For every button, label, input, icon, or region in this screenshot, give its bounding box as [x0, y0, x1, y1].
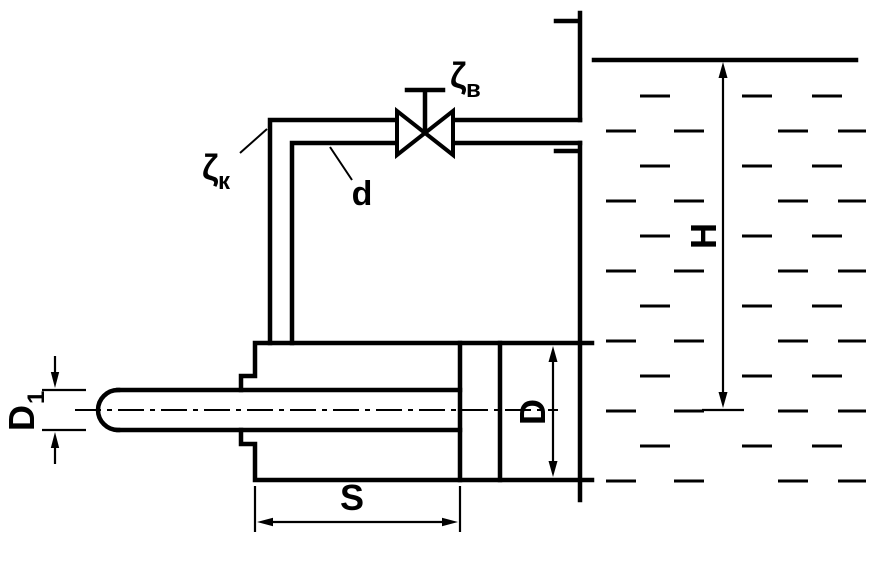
valve-stem-handle	[404, 87, 446, 134]
piston	[457, 340, 503, 483]
dimension-D1-lines	[42, 356, 86, 464]
dimension-D-arrow-up	[548, 346, 558, 362]
dimension-S	[253, 486, 462, 532]
valve	[395, 87, 455, 160]
cylinder-body	[238, 340, 595, 483]
dimension-D1-arrow-down	[50, 372, 60, 388]
elbow-coeff-subscript: к	[218, 168, 231, 195]
structure	[95, 10, 859, 503]
labels: ζ в ζ к d H D D 1 S	[1, 55, 724, 518]
elbow-coeff-label: ζ	[202, 147, 219, 188]
cylinder-diameter-label: D	[512, 399, 553, 425]
dimension-H-line	[702, 74, 744, 412]
dimension-S-arrow-left	[257, 517, 273, 527]
elbow-coeff-leader-line	[239, 128, 268, 154]
piston-rod	[115, 387, 463, 433]
valve-body-left-triangle	[395, 106, 429, 160]
pipe-diameter-label: d	[352, 175, 373, 213]
dimension-D-arrow-down	[548, 461, 558, 477]
dimension-D1	[42, 356, 86, 464]
dimension-S-lines	[253, 486, 462, 532]
water-marks	[606, 94, 866, 483]
dimension-H-arrow-up	[718, 62, 728, 78]
dimension-S-arrow-right	[442, 517, 458, 527]
valve-body-right-triangle	[421, 106, 455, 160]
dimension-H-arrow-down	[718, 392, 728, 408]
dimension-D	[548, 346, 558, 477]
reservoir-wall	[553, 10, 583, 503]
stroke-S-label: S	[340, 477, 364, 518]
valve-coeff-subscript: в	[466, 76, 481, 103]
head-H-label: H	[683, 223, 724, 249]
valve-coeff-label: ζ	[450, 55, 467, 96]
dimension-D1-arrow-up	[50, 432, 60, 448]
pipe-diameter-leader-line	[329, 146, 353, 181]
rod-diameter-subscript: 1	[23, 391, 50, 404]
supply-pipe	[267, 117, 583, 346]
dimension-H	[702, 62, 744, 412]
rod-diameter-label: D	[1, 405, 42, 431]
